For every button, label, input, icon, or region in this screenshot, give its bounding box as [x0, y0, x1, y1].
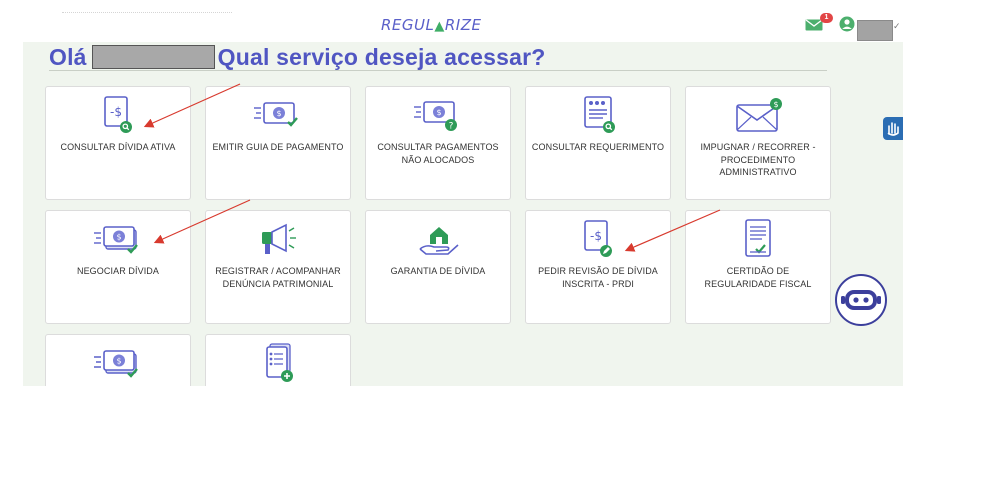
svg-text:-$: -$: [590, 229, 602, 243]
greeting-question: Qual serviço deseja acessar?: [217, 44, 546, 70]
list-search-icon: [572, 95, 624, 135]
chevron-down-icon[interactable]: ✓: [893, 21, 901, 31]
service-card-impugnar[interactable]: $ IMPUGNAR / RECORRER - PROCEDIMENTO ADM…: [685, 86, 831, 200]
logo-right: RIZE: [444, 16, 482, 34]
money-question-icon: $?: [412, 95, 464, 135]
service-label: CONSULTAR DÍVIDA ATIVA: [60, 142, 176, 152]
service-label: CONSULTAR PAGAMENTOS NÃO ALOCADOS: [377, 142, 499, 165]
user-name-redacted[interactable]: [857, 20, 893, 41]
service-card-extra-2[interactable]: [205, 334, 351, 386]
svg-text:-$: -$: [110, 105, 122, 119]
svg-text:?: ?: [449, 122, 454, 132]
house-hand-icon: [412, 219, 464, 259]
robot-icon: [835, 274, 887, 326]
service-card-registrar-denuncia[interactable]: REGISTRAR / ACOMPANHAR DENÚNCIA PATRIMON…: [205, 210, 351, 324]
service-card-extra-1[interactable]: $: [45, 334, 191, 386]
service-card-garantia-divida[interactable]: GARANTIA DE DÍVIDA: [365, 210, 511, 324]
envelope-money-icon: $: [732, 95, 784, 135]
logo-mark-icon: ▲: [434, 19, 445, 34]
document-money-edit-icon: -$: [572, 219, 624, 259]
chatbot-button[interactable]: [833, 274, 889, 326]
svg-text:$: $: [773, 100, 778, 109]
certificate-icon: [732, 219, 784, 259]
service-card-consultar-divida[interactable]: -$ CONSULTAR DÍVIDA ATIVA: [45, 86, 191, 200]
svg-text:$: $: [436, 108, 441, 117]
title-divider: [49, 70, 827, 71]
hand-icon: [887, 122, 899, 136]
svg-text:$: $: [116, 357, 121, 366]
service-card-consultar-requerimento[interactable]: CONSULTAR REQUERIMENTO: [525, 86, 671, 200]
regularize-logo[interactable]: REGUL▲RIZE: [381, 16, 481, 34]
user-name-redacted-title: [91, 45, 215, 69]
money-stack-check-icon: $: [92, 343, 144, 383]
accessibility-widget[interactable]: [883, 117, 903, 140]
service-card-consultar-pagamentos[interactable]: $? CONSULTAR PAGAMENTOS NÃO ALOCADOS: [365, 86, 511, 200]
megaphone-icon: [252, 219, 304, 259]
document-list-add-icon: [252, 343, 304, 383]
service-card-pedir-revisao[interactable]: -$ PEDIR REVISÃO DE DÍVIDA INSCRITA - PR…: [525, 210, 671, 324]
service-card-certidao[interactable]: CERTIDÃO DE REGULARIDADE FISCAL: [685, 210, 831, 324]
svg-text:$: $: [116, 233, 121, 242]
money-check-icon: $: [252, 95, 304, 135]
service-label: IMPUGNAR / RECORRER - PROCEDIMENTO ADMIN…: [700, 142, 816, 177]
service-label: EMITIR GUIA DE PAGAMENTO: [212, 142, 344, 152]
svg-text:$: $: [276, 109, 281, 118]
user-avatar-icon[interactable]: [839, 16, 855, 32]
money-stack-check-icon: $: [92, 219, 144, 259]
service-label: NEGOCIAR DÍVIDA: [76, 266, 159, 276]
mail-count-badge: 1: [820, 13, 833, 23]
greeting-hello: Olá: [49, 44, 87, 70]
mail-icon[interactable]: [805, 18, 823, 31]
document-money-search-icon: -$: [92, 95, 144, 135]
service-card-emitir-guia[interactable]: $ EMITIR GUIA DE PAGAMENTO: [205, 86, 351, 200]
faint-top-text: [62, 12, 232, 16]
service-card-negociar-divida[interactable]: $ NEGOCIAR DÍVIDA: [45, 210, 191, 324]
service-label: CERTIDÃO DE REGULARIDADE FISCAL: [704, 266, 812, 289]
service-label: GARANTIA DE DÍVIDA: [390, 266, 486, 276]
service-label: CONSULTAR REQUERIMENTO: [531, 142, 665, 152]
page-title: Olá Qual serviço deseja acessar?: [49, 44, 545, 71]
logo-left: REGUL: [381, 16, 435, 34]
top-bar: REGUL▲RIZE 1 ✓: [0, 0, 903, 42]
service-label: PEDIR REVISÃO DE DÍVIDA INSCRITA - PRDI: [538, 266, 658, 289]
service-label: REGISTRAR / ACOMPANHAR DENÚNCIA PATRIMON…: [215, 266, 341, 289]
